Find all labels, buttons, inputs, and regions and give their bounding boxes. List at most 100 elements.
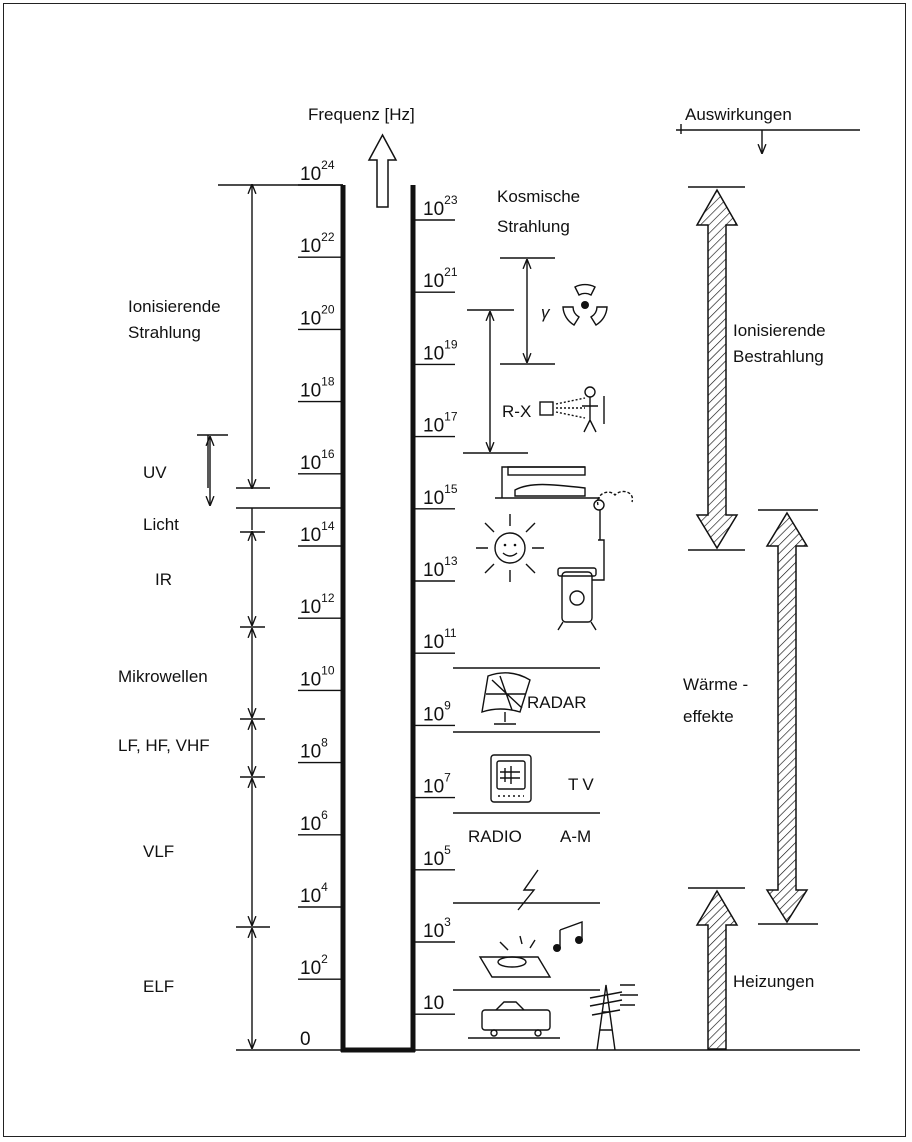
left-scale-tick-label: 1018	[300, 375, 335, 402]
left-scale-tick-label: 1016	[300, 447, 335, 474]
right-scale-tick-base: 10	[423, 199, 444, 220]
left-scale-tick-exponent: 14	[321, 519, 335, 533]
turntable-music-icon	[478, 921, 583, 978]
radio-label: RADIO	[468, 827, 522, 846]
right-scale-tick-exponent: 15	[444, 482, 458, 496]
left-scale-tick-exponent: 20	[321, 302, 335, 316]
tv-icon	[490, 754, 532, 803]
effect-thermal-line1: Wärme -	[683, 675, 748, 694]
left-scale-tick-base: 10	[300, 742, 321, 763]
left-scale-tick-base: 10	[300, 453, 321, 474]
tv-label: TV	[568, 775, 598, 794]
band-ionizing-line2: Strahlung	[128, 323, 201, 342]
gamma-range-bracket	[500, 257, 555, 365]
heating-effect-arrow	[688, 887, 745, 1050]
left-scale-tick-label: 1014	[300, 519, 335, 546]
effects-label: Auswirkungen	[685, 105, 792, 124]
right-scale-tick-label: 109	[423, 698, 451, 725]
right-scale-tick-base: 10	[423, 271, 444, 292]
left-scale-tick-label: 106	[300, 808, 328, 835]
right-scale: 1023102110191017101510131011109107105103…	[413, 193, 458, 1015]
left-scale-tick-exponent: 10	[321, 663, 335, 677]
frequency-up-arrow-icon	[367, 133, 398, 208]
radar-dish-icon	[481, 672, 531, 725]
xray-range-bracket	[463, 309, 528, 454]
left-scale-tick-exponent: 16	[321, 447, 335, 461]
left-scale-tick-label: 1022	[300, 230, 335, 257]
frequency-label: Frequenz [Hz]	[308, 105, 415, 124]
left-scale-tick-label: 1020	[300, 302, 335, 329]
left-scale-tick-base: 10	[300, 886, 321, 907]
cosmic-line2: Strahlung	[497, 217, 570, 236]
figure-frame	[3, 3, 906, 1137]
right-scale-tick-exponent: 5	[444, 843, 451, 857]
band-ir: IR	[155, 570, 172, 589]
ionizing-effect-arrow	[688, 186, 745, 551]
left-scale-tick-base: 10	[300, 308, 321, 329]
sun-icon	[476, 514, 544, 582]
left-scale-tick-label: 1010	[300, 663, 335, 690]
radar-label: RADAR	[527, 693, 587, 712]
left-scale-tick-exponent: 24	[321, 158, 335, 172]
effects-header-marker	[676, 124, 860, 153]
right-scale-tick-label: 1023	[423, 193, 458, 220]
effect-ionizing-line2: Bestrahlung	[733, 347, 824, 366]
band-arrows	[197, 185, 343, 1048]
right-scale-tick-exponent: 3	[444, 915, 451, 929]
left-scale-tick-base: 10	[300, 525, 321, 546]
band-ionizing-line1: Ionisierende	[128, 297, 221, 316]
right-scale-tick-exponent: 21	[444, 265, 458, 279]
xray-label: R-X	[502, 402, 531, 421]
solarium-icon	[495, 466, 600, 499]
band-microwaves: Mikrowellen	[118, 667, 208, 686]
left-scale-tick-label: 0	[300, 1029, 311, 1050]
frequency-column	[340, 185, 416, 1053]
right-scale-tick-exponent: 9	[444, 698, 451, 712]
right-scale-tick-exponent: 13	[444, 554, 458, 568]
right-scale-tick-base: 10	[423, 416, 444, 437]
right-scale-tick-label: 1019	[423, 337, 458, 364]
am-label: A-M	[560, 827, 591, 846]
band-lf-hf-vhf: LF, HF, VHF	[118, 736, 210, 755]
lightning-icon	[517, 869, 539, 911]
thermal-effect-arrow	[758, 509, 818, 925]
left-scale-tick-base: 10	[300, 164, 321, 185]
left-scale-tick-base: 10	[300, 381, 321, 402]
right-scale-tick-base: 10	[423, 921, 444, 942]
right-scale-tick-base: 10	[423, 777, 444, 798]
left-scale-tick-exponent: 12	[321, 591, 335, 605]
right-scale-tick-base: 10	[423, 849, 444, 870]
right-scale-tick-label: 105	[423, 843, 451, 870]
effect-thermal-line2: effekte	[683, 707, 734, 726]
left-scale-tick-base: 10	[300, 236, 321, 257]
left-scale-tick-base: 0	[300, 1029, 311, 1050]
cosmic-line1: Kosmische	[497, 187, 580, 206]
right-scale-tick-exponent: 11	[444, 626, 457, 640]
left-scale-tick-base: 10	[300, 958, 321, 979]
right-scale-tick-label: 1011	[423, 626, 457, 653]
right-scale-tick-base: 10	[423, 993, 444, 1014]
right-scale-tick-base: 10	[423, 560, 444, 581]
effect-ionizing-line1: Ionisierende	[733, 321, 826, 340]
right-scale-tick-base: 10	[423, 488, 444, 509]
right-scale-tick-label: 10	[423, 993, 444, 1014]
band-uv: UV	[143, 463, 167, 482]
left-scale-tick-exponent: 8	[321, 736, 328, 750]
left-scale-tick-exponent: 22	[321, 230, 335, 244]
right-scale-tick-label: 1021	[423, 265, 458, 292]
left-scale-tick-base: 10	[300, 814, 321, 835]
right-scale-tick-label: 1017	[423, 410, 458, 437]
right-scale-tick-base: 10	[423, 632, 444, 653]
right-scale-tick-exponent: 19	[444, 337, 458, 351]
radiation-icon	[562, 283, 608, 326]
right-scale-tick-label: 1015	[423, 482, 458, 509]
stove-icon	[557, 490, 634, 631]
left-scale: 1024102210201018101610141012101010810610…	[298, 158, 343, 1050]
right-scale-tick-label: 103	[423, 915, 451, 942]
left-scale-tick-label: 102	[300, 952, 328, 979]
right-scale-tick-label: 1013	[423, 554, 458, 581]
right-scale-tick-base: 10	[423, 343, 444, 364]
train-icon	[468, 1001, 560, 1039]
band-light: Licht	[143, 515, 179, 534]
